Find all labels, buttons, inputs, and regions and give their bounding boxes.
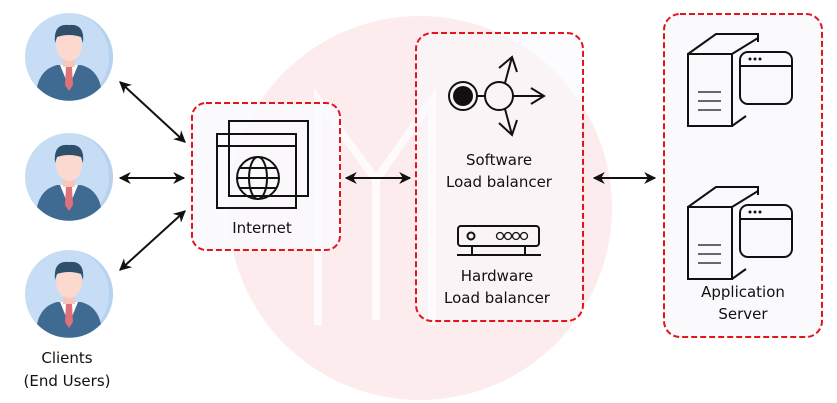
arrow-client3-internet bbox=[119, 210, 186, 271]
software-load-balancer-icon bbox=[448, 55, 546, 137]
internet-box: Internet bbox=[191, 102, 341, 251]
software-lb-label-2: Load balancer bbox=[446, 173, 553, 191]
internet-label: Internet bbox=[232, 219, 292, 237]
hardware-load-balancer-icon bbox=[457, 225, 541, 256]
client-avatar-3 bbox=[25, 250, 113, 338]
client-avatar-1 bbox=[25, 13, 113, 101]
client-avatar-2 bbox=[25, 133, 113, 221]
arrow-client1-internet bbox=[119, 81, 186, 143]
connection-arrows bbox=[118, 81, 657, 271]
clients-sublabel: (End Users) bbox=[24, 372, 111, 390]
clients-label: Clients bbox=[41, 349, 92, 367]
hardware-lb-label-2: Load balancer bbox=[444, 289, 551, 307]
load-balancer-box: Software Load balancer Hardware Load bal… bbox=[415, 32, 584, 322]
globe-browser-icon bbox=[216, 120, 309, 209]
software-lb-label-1: Software bbox=[466, 151, 532, 169]
app-server-label-1: Application bbox=[701, 283, 785, 301]
app-server-label-2: Server bbox=[718, 305, 768, 323]
hardware-lb-label-1: Hardware bbox=[461, 267, 533, 285]
clients-group: Clients (End Users) bbox=[24, 13, 113, 390]
application-server-box: Application Server bbox=[663, 13, 823, 338]
